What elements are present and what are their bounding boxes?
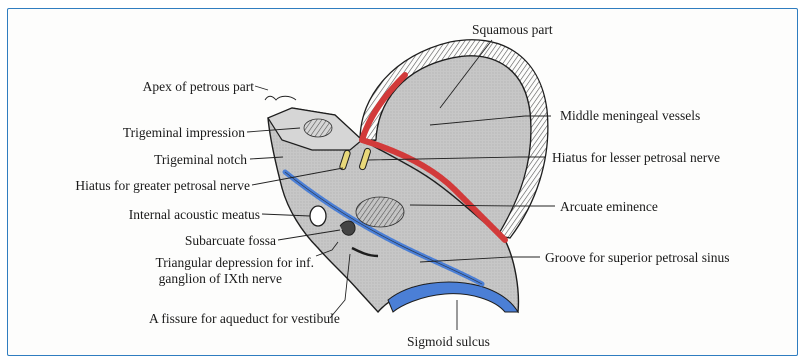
label-arcuate-eminence: Arcuate eminence [560, 199, 658, 214]
internal-acoustic-meatus-opening [310, 206, 326, 226]
label-sigmoid-sulcus: Sigmoid sulcus [407, 334, 490, 349]
label-subarcuate-fossa: Subarcuate fossa [185, 233, 276, 248]
label-middle-meningeal-vessels: Middle meningeal vessels [560, 108, 700, 123]
arcuate-eminence-bump [356, 197, 404, 227]
label-triangular-depression-line1: Triangular depression for inf. [156, 255, 314, 270]
label-trigeminal-notch: Trigeminal notch [154, 152, 247, 167]
label-fissure-aqueduct: A fissure for aqueduct for vestibule [149, 311, 340, 326]
label-squamous-part: Squamous part [472, 22, 553, 37]
label-hiatus-lesser-petrosal: Hiatus for lesser petrosal nerve [552, 150, 720, 165]
label-apex-petrous: Apex of petrous part [143, 79, 254, 94]
label-trigeminal-impression: Trigeminal impression [123, 125, 245, 140]
label-triangular-depression-line2: ganglion of IXth nerve [159, 271, 282, 286]
label-internal-acoustic-meatus: Internal acoustic meatus [129, 207, 260, 222]
label-groove-superior-petrosal: Groove for superior petrosal sinus [545, 250, 729, 265]
trigeminal-impression-patch [304, 119, 332, 137]
label-hiatus-greater-petrosal: Hiatus for greater petrosal nerve [75, 178, 250, 193]
